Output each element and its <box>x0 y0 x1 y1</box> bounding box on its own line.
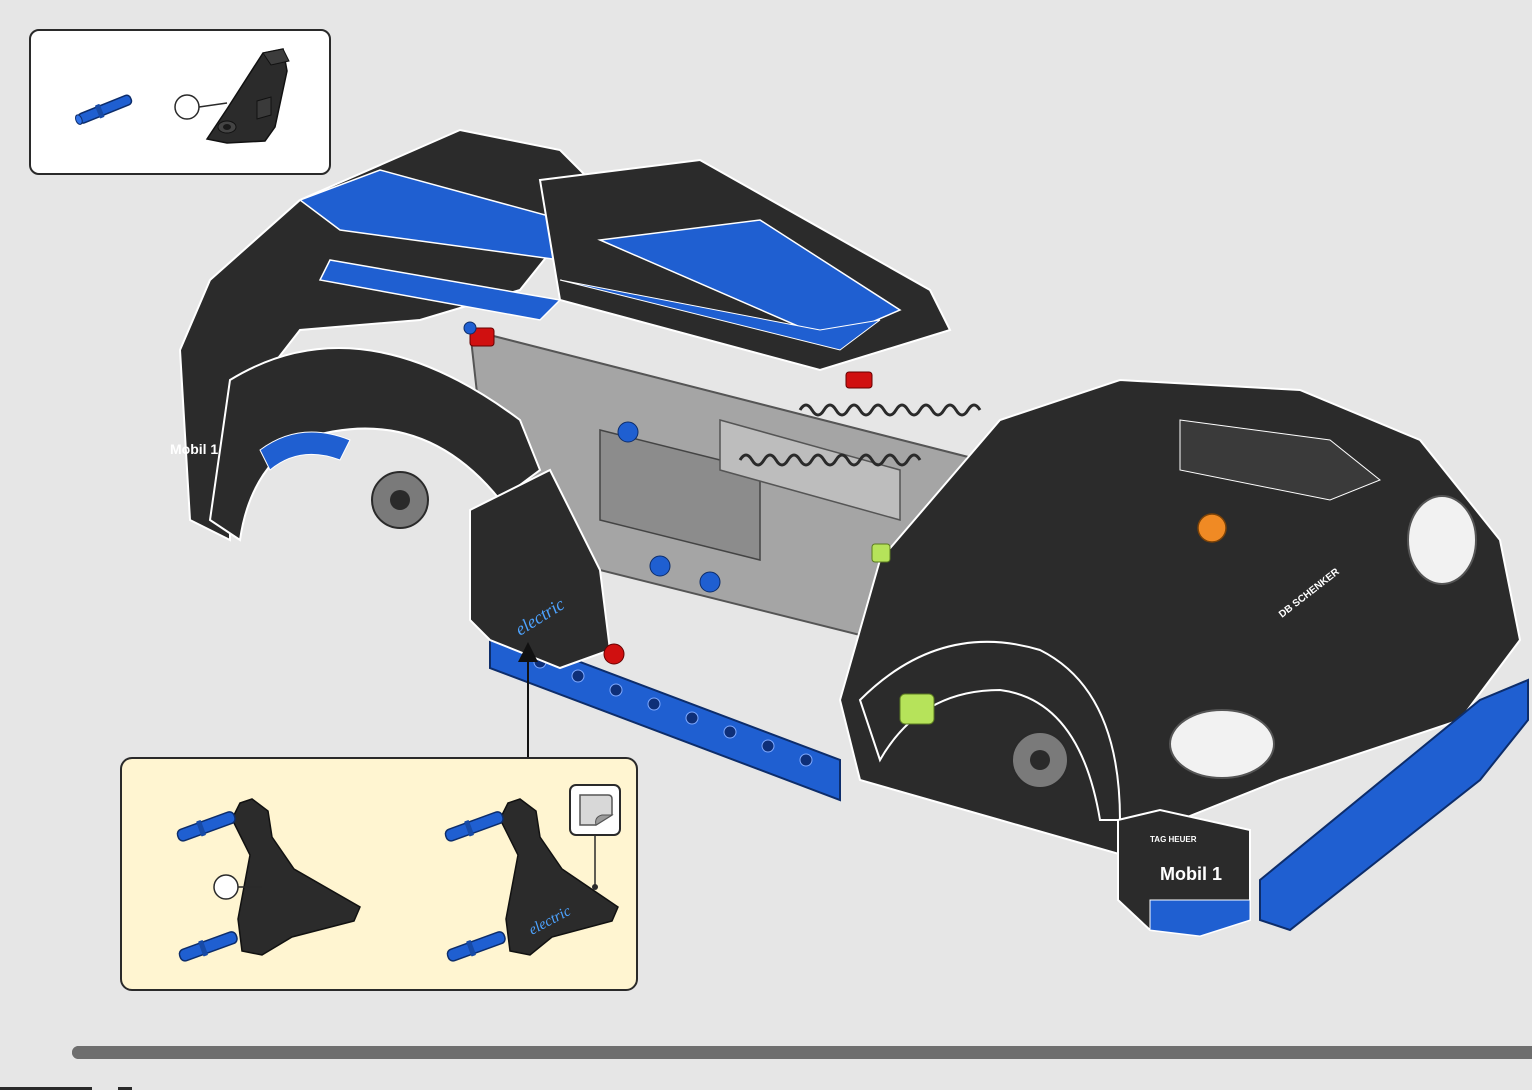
progress-fill <box>72 1046 1508 1059</box>
sub-assembly-art: electric <box>122 759 640 993</box>
arrow-up-icon <box>518 642 538 758</box>
sticker-icon <box>570 785 620 890</box>
sub-assembly-step-a <box>175 799 360 964</box>
quantity-circle-step-a <box>214 875 238 899</box>
rear-sticker-mobil: Mobil 1 <box>170 441 218 457</box>
headlight-right <box>1408 496 1476 584</box>
sub-assembly-callout: electric <box>120 757 638 991</box>
center-roof-panels <box>540 160 950 370</box>
instruction-progress-bar <box>72 1046 1532 1059</box>
headlight-left <box>1170 710 1274 778</box>
front-sticker-mobil: Mobil 1 <box>1160 864 1222 884</box>
sticker-tag-heuer: TAG HEUER <box>1150 835 1197 844</box>
footer-page-marks <box>0 1082 200 1090</box>
